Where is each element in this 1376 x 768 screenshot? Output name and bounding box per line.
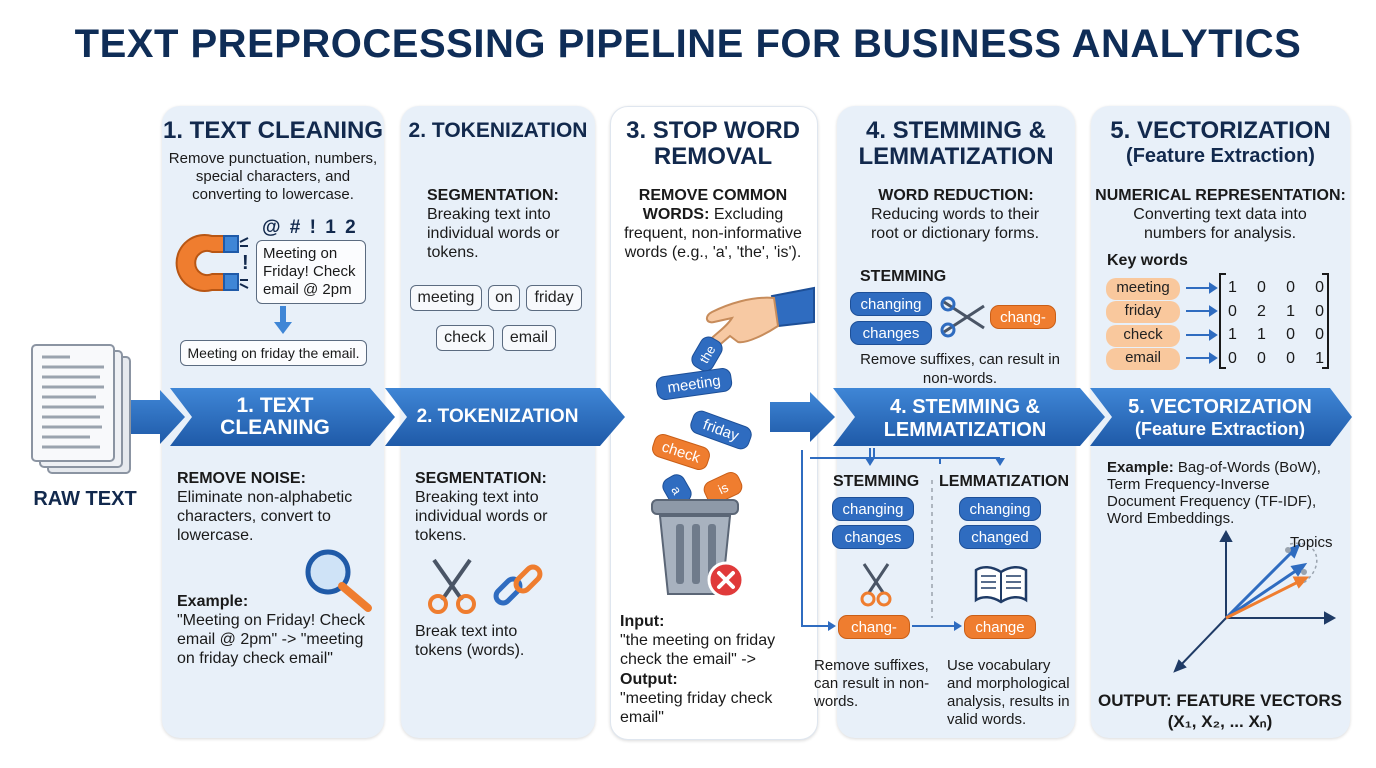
stage4-title: 4. STEMMING & LEMMATIZATION	[858, 117, 1054, 170]
stem-note: Remove suffixes, can result in non-words…	[860, 351, 1060, 387]
book-icon	[974, 566, 1028, 604]
special-symbols: @ # ! 1 2	[262, 217, 358, 238]
sample-output-box: Meeting on friday the email.	[180, 340, 367, 366]
sample-input-box: Meeting on Friday! Check email @ 2pm	[256, 240, 366, 304]
stage1-example-heading: Example:	[177, 593, 249, 610]
segmentation-text-2: Breaking text into individual words or t…	[415, 489, 548, 544]
stem-word-chip: changing	[850, 292, 932, 316]
topics-label: Topics	[1290, 534, 1333, 551]
tokenization-bottom-text: Break text into tokens (words).	[415, 623, 525, 659]
scissors-icon	[940, 296, 985, 338]
arrow-label-tokenization: 2. TOKENIZATION	[416, 406, 579, 427]
remove-x-icon	[707, 561, 745, 599]
word-reduction-text: Reducing words to their root or dictiona…	[870, 206, 1040, 242]
keyword-chip: friday	[1106, 301, 1180, 323]
scissors-icon	[428, 558, 476, 614]
remove-noise-text: Eliminate non-alphabetic characters, con…	[177, 489, 353, 544]
remove-noise-heading: REMOVE NOISE:	[177, 470, 306, 487]
arrow-label-cleaning: 1. TEXT CLEANING	[220, 394, 330, 439]
matrix-brackets	[1219, 273, 1329, 369]
stop-word-output-text: "meeting friday check email"	[620, 690, 773, 726]
arrow-vectorization	[1090, 388, 1352, 446]
word-reduction-heading: WORD REDUCTION:	[878, 187, 1034, 204]
scissors-icon	[860, 563, 892, 607]
stemming-column-label: STEMMING	[833, 473, 920, 490]
keywords-label: Key words	[1107, 252, 1188, 269]
stage3-title: 3. STOP WORD REMOVAL	[626, 117, 800, 170]
arrow-into-cleaning	[128, 390, 185, 444]
arrow-label-stemming: 4. STEMMING & LEMMATIZATION	[883, 396, 1047, 441]
lemma-column-word: changed	[959, 525, 1041, 549]
trash-can-icon	[651, 499, 739, 595]
segmentation-text: Breaking text into individual words or t…	[427, 206, 560, 261]
stage1-description: Remove punctuation, numbers, special cha…	[168, 150, 378, 203]
lemma-output-chip: change	[964, 615, 1036, 639]
magnifier-icon	[305, 549, 372, 612]
pipeline-flow-arrows	[128, 388, 1352, 446]
raw-text-label: RAW TEXT	[33, 488, 137, 510]
page-title: TEXT PREPROCESSING PIPELINE FOR BUSINESS…	[74, 22, 1302, 66]
hand-icon	[704, 286, 815, 352]
branch-connector-lines	[801, 448, 1005, 631]
stop-word-input-heading: Input:	[620, 613, 665, 630]
arrow-stemming	[833, 388, 1105, 446]
stage2-title: 2. TOKENIZATION	[408, 119, 588, 142]
arrow-into-stemming	[770, 392, 835, 442]
stage1-example-text: "Meeting on Friday! Check email @ 2pm" -…	[177, 612, 365, 667]
stem-word-chip: changes	[850, 321, 932, 345]
token-chip: email	[502, 325, 556, 351]
numerical-representation-heading: NUMERICAL REPRESENTATION:	[1095, 187, 1346, 204]
stage5-title: 5. VECTORIZATION (Feature Extraction)	[1110, 117, 1331, 168]
stage1-title: 1. TEXT CLEANING	[162, 117, 384, 144]
broken-link-icon	[493, 564, 543, 606]
token-chip: meeting	[410, 285, 482, 311]
stem-output-chip: chang-	[838, 615, 910, 639]
stop-word-description: REMOVE COMMON WORDS: Excluding frequent,…	[624, 187, 802, 261]
feature-vectors-formula: (X₁, X₂, ... Xₙ)	[1167, 712, 1273, 731]
vector-space-plot	[1173, 529, 1337, 673]
stemming-label-top: STEMMING	[860, 268, 947, 285]
token-chip: friday	[526, 285, 582, 311]
stop-word-output-heading: Output:	[620, 671, 678, 688]
vectorization-example: Example: Bag-of-Words (BoW), Term Freque…	[1107, 459, 1321, 527]
stem-column-word: changes	[832, 525, 914, 549]
feature-vectors-output: OUTPUT: FEATURE VECTORS	[1098, 691, 1342, 710]
keyword-to-matrix-arrows	[1186, 282, 1218, 364]
arrow-label-vectorization: 5. VECTORIZATION (Feature Extraction)	[1128, 396, 1312, 439]
stop-word-input-text: "the meeting on friday check the email" …	[620, 632, 776, 668]
token-chip: on	[488, 285, 520, 311]
stemming-description: Remove suffixes, can result in non-words…	[814, 657, 930, 710]
segmentation-heading: SEGMENTATION:	[427, 187, 559, 204]
down-arrow-icon	[274, 306, 292, 334]
arrow-tokenization	[385, 388, 625, 446]
keyword-chip: email	[1106, 348, 1180, 370]
magnet-icon	[175, 234, 249, 292]
token-chip: check	[436, 325, 494, 351]
keyword-chip: check	[1106, 325, 1180, 347]
lemmatization-description: Use vocabulary and morphological analysi…	[947, 657, 1070, 728]
lemma-column-word: changing	[959, 497, 1041, 521]
stem-column-word: changing	[832, 497, 914, 521]
raw-text-document-icon	[31, 344, 131, 474]
segmentation-heading-2: SEGMENTATION:	[415, 470, 547, 487]
keyword-chip: meeting	[1106, 278, 1180, 300]
arrow-text-cleaning	[170, 388, 395, 446]
lemmatization-column-label: LEMMATIZATION	[939, 473, 1070, 490]
stem-result-chip: chang-	[990, 305, 1056, 329]
exclamation-icon: !	[242, 252, 249, 274]
numerical-representation-text: Converting text data into numbers for an…	[1133, 206, 1307, 242]
